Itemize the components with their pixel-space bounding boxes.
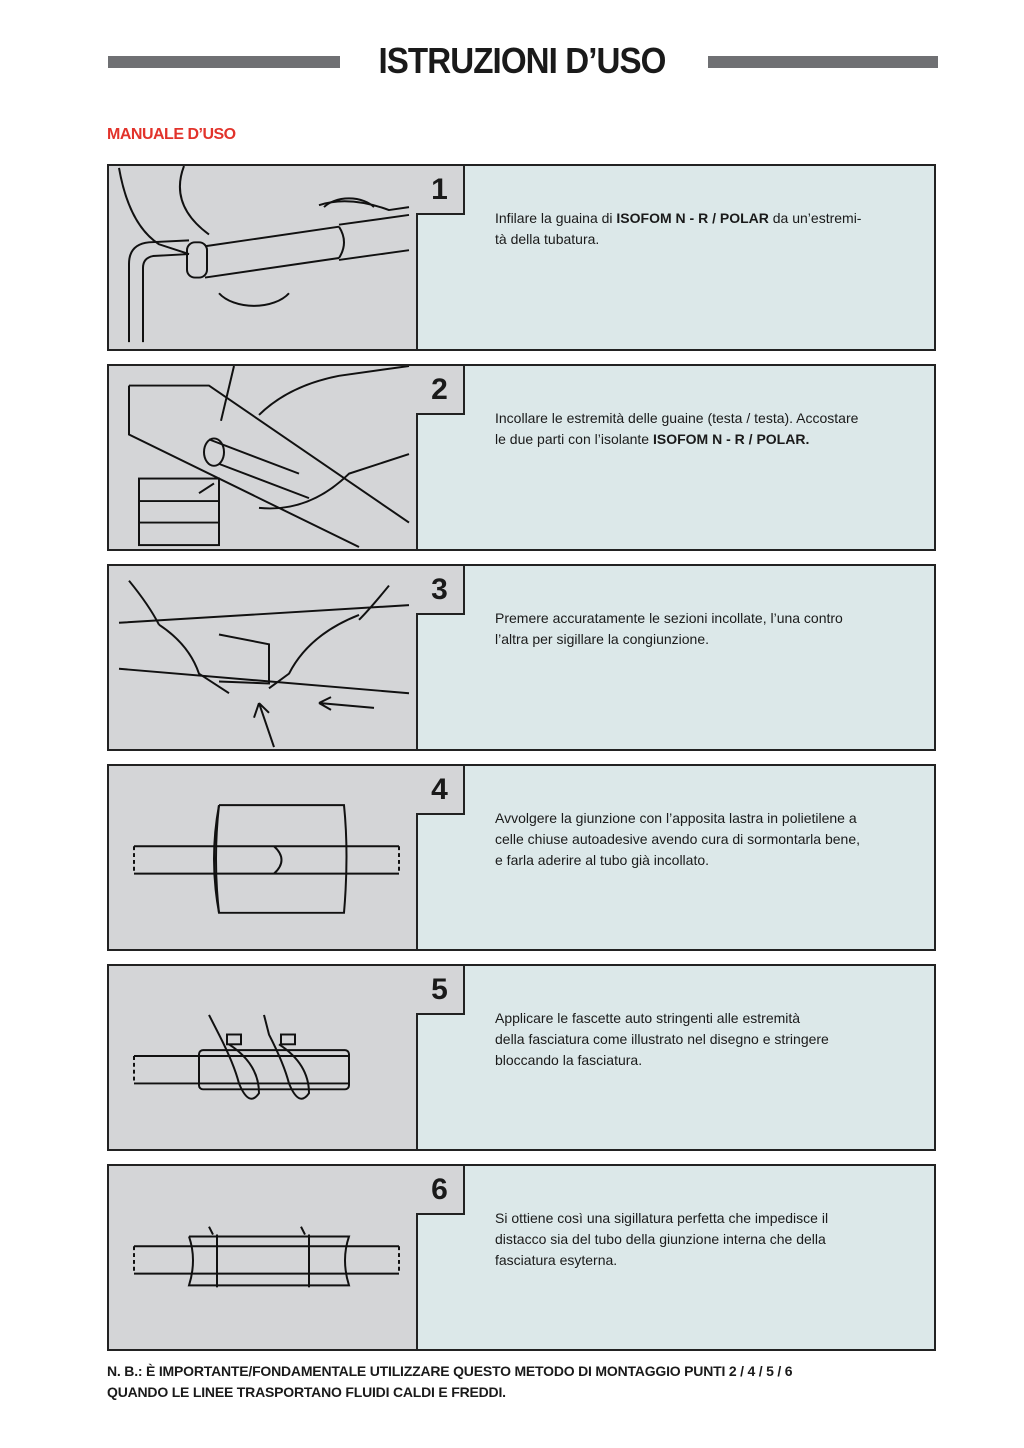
step-illustration [109,966,418,1149]
note-line-2: QUANDO LE LINEE TRASPORTANO FLUIDI CALDI… [107,1384,506,1400]
step-text-part: Incollare le estremità delle guaine (tes… [495,410,859,447]
product-name: ISOFOM N - R / POLAR [616,210,769,226]
step-illustration [109,766,418,949]
page-title: ISTRUZIONI D’USO [378,40,666,81]
step-text-part: da un’estremi- tà della tubatura. [495,210,862,247]
step-number: 2 [416,366,465,415]
note: N. B.: È IMPORTANTE/FONDAMENTALE UTILIZZ… [107,1361,793,1403]
step-text: Avvolgere la giunzione con l’apposita la… [495,808,920,871]
step-text: Infilare la guaina di ISOFOM N - R / POL… [495,208,920,250]
step-number: 5 [416,966,465,1015]
header-bar-right [708,56,938,68]
step-illustration [109,566,418,749]
step-number: 4 [416,766,465,815]
step-6: 6 Si ottiene così una sigillatura perfett… [107,1164,936,1351]
step-number: 3 [416,566,465,615]
step-text: Incollare le estremità delle guaine (tes… [495,408,920,450]
step-illustration [109,365,418,549]
header-bar-left [108,56,340,68]
step-text: Premere accuratamente le sezioni incolla… [495,608,920,650]
step-illustration [109,165,418,349]
note-line-1: N. B.: È IMPORTANTE/FONDAMENTALE UTILIZZ… [107,1363,793,1379]
step-illustration [109,1166,418,1349]
step-text-part: Infilare la guaina di [495,210,617,226]
product-name: ISOFOM N - R / POLAR. [653,431,810,447]
section-subtitle: MANUALE D’USO [107,126,236,143]
step-text: Applicare le fascette auto stringenti al… [495,1008,920,1071]
step-number: 6 [416,1166,465,1215]
step-text-part: Applicare le fascette auto stringenti al… [495,1010,829,1068]
step-text-part: Premere accuratamente le sezioni incolla… [495,610,843,647]
step-number: 1 [416,166,465,215]
step-text: Si ottiene così una sigillatura perfetta… [495,1208,920,1271]
step-text-part: Si ottiene così una sigillatura perfetta… [495,1210,829,1268]
step-text-part: Avvolgere la giunzione con l’apposita la… [495,810,861,868]
